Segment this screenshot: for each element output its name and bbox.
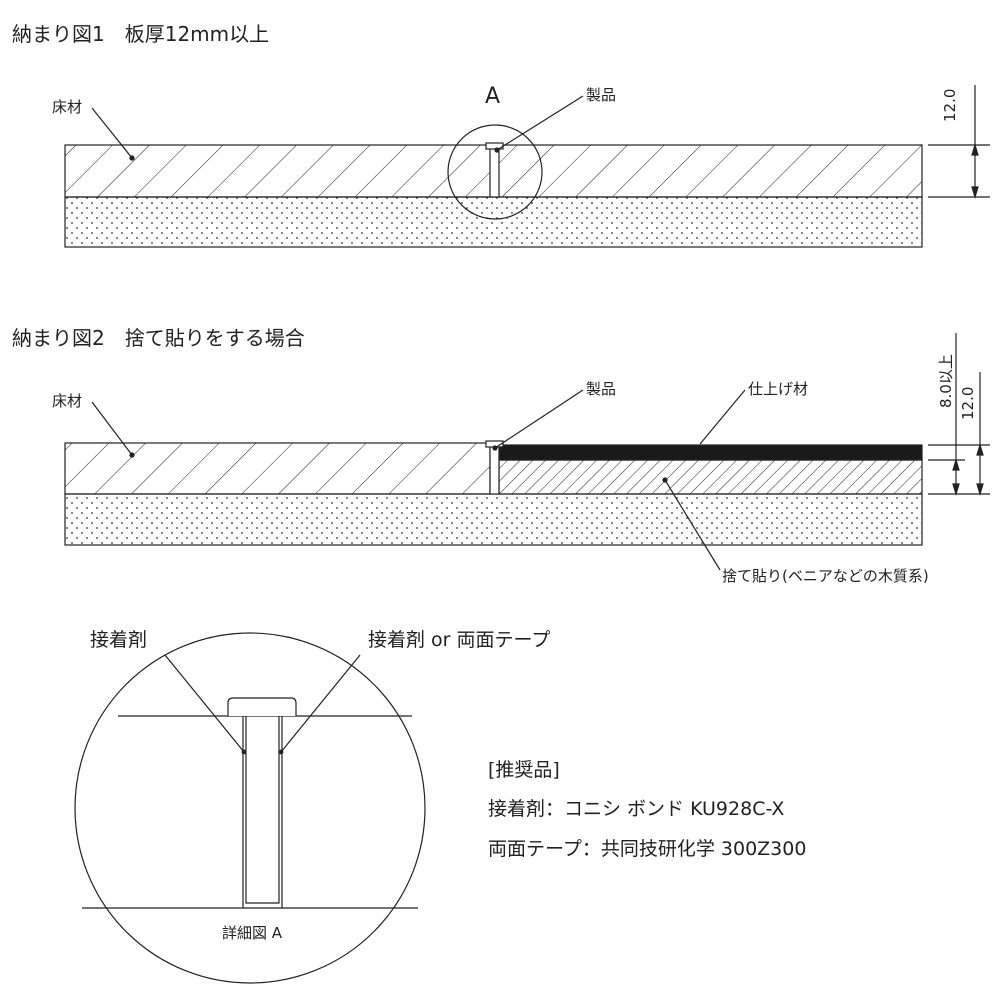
detail-caption: 詳細図 A: [222, 924, 283, 942]
recommended-adhesive: 接着剤：コニシ ボンド KU928C-X: [488, 798, 785, 820]
recommended-tape: 両面テープ：共同技研化学 300Z300: [488, 838, 807, 860]
product-1: [489, 147, 500, 198]
detail-circle-a: [447, 124, 543, 220]
detail-marker: A: [485, 84, 501, 109]
product-label-2: 製品: [586, 380, 617, 398]
thickness-label-2: 12.0: [959, 386, 977, 420]
underlay-label: 捨て貼り(ベニアなどの木質系): [722, 567, 929, 585]
floor-label-2: 床材: [52, 392, 83, 410]
product-label-1: 製品: [586, 86, 617, 104]
figure-1-title: 納まり図1 板厚12mm以上: [12, 22, 270, 46]
adhesive-or-tape-label: 接着剤 or 両面テープ: [368, 629, 551, 651]
adhesive-label: 接着剤: [90, 629, 148, 651]
detail-view-circle: [74, 632, 426, 984]
min-thickness-label: 8.0以上: [937, 354, 955, 408]
product-detail: [227, 697, 297, 716]
subfloor-2: [64, 493, 923, 546]
figure-2-title: 納まり図2 捨て貼りをする場合: [12, 326, 305, 350]
recommended-heading: [推奨品]: [488, 759, 560, 781]
floor-label-1: 床材: [52, 98, 83, 116]
finish-label: 仕上げ材: [748, 380, 809, 398]
subfloor-1: [64, 196, 923, 248]
thickness-label-1: 12.0: [941, 88, 959, 122]
underlay: [498, 459, 923, 495]
product-2: [489, 445, 500, 495]
finish-material: [498, 444, 923, 461]
